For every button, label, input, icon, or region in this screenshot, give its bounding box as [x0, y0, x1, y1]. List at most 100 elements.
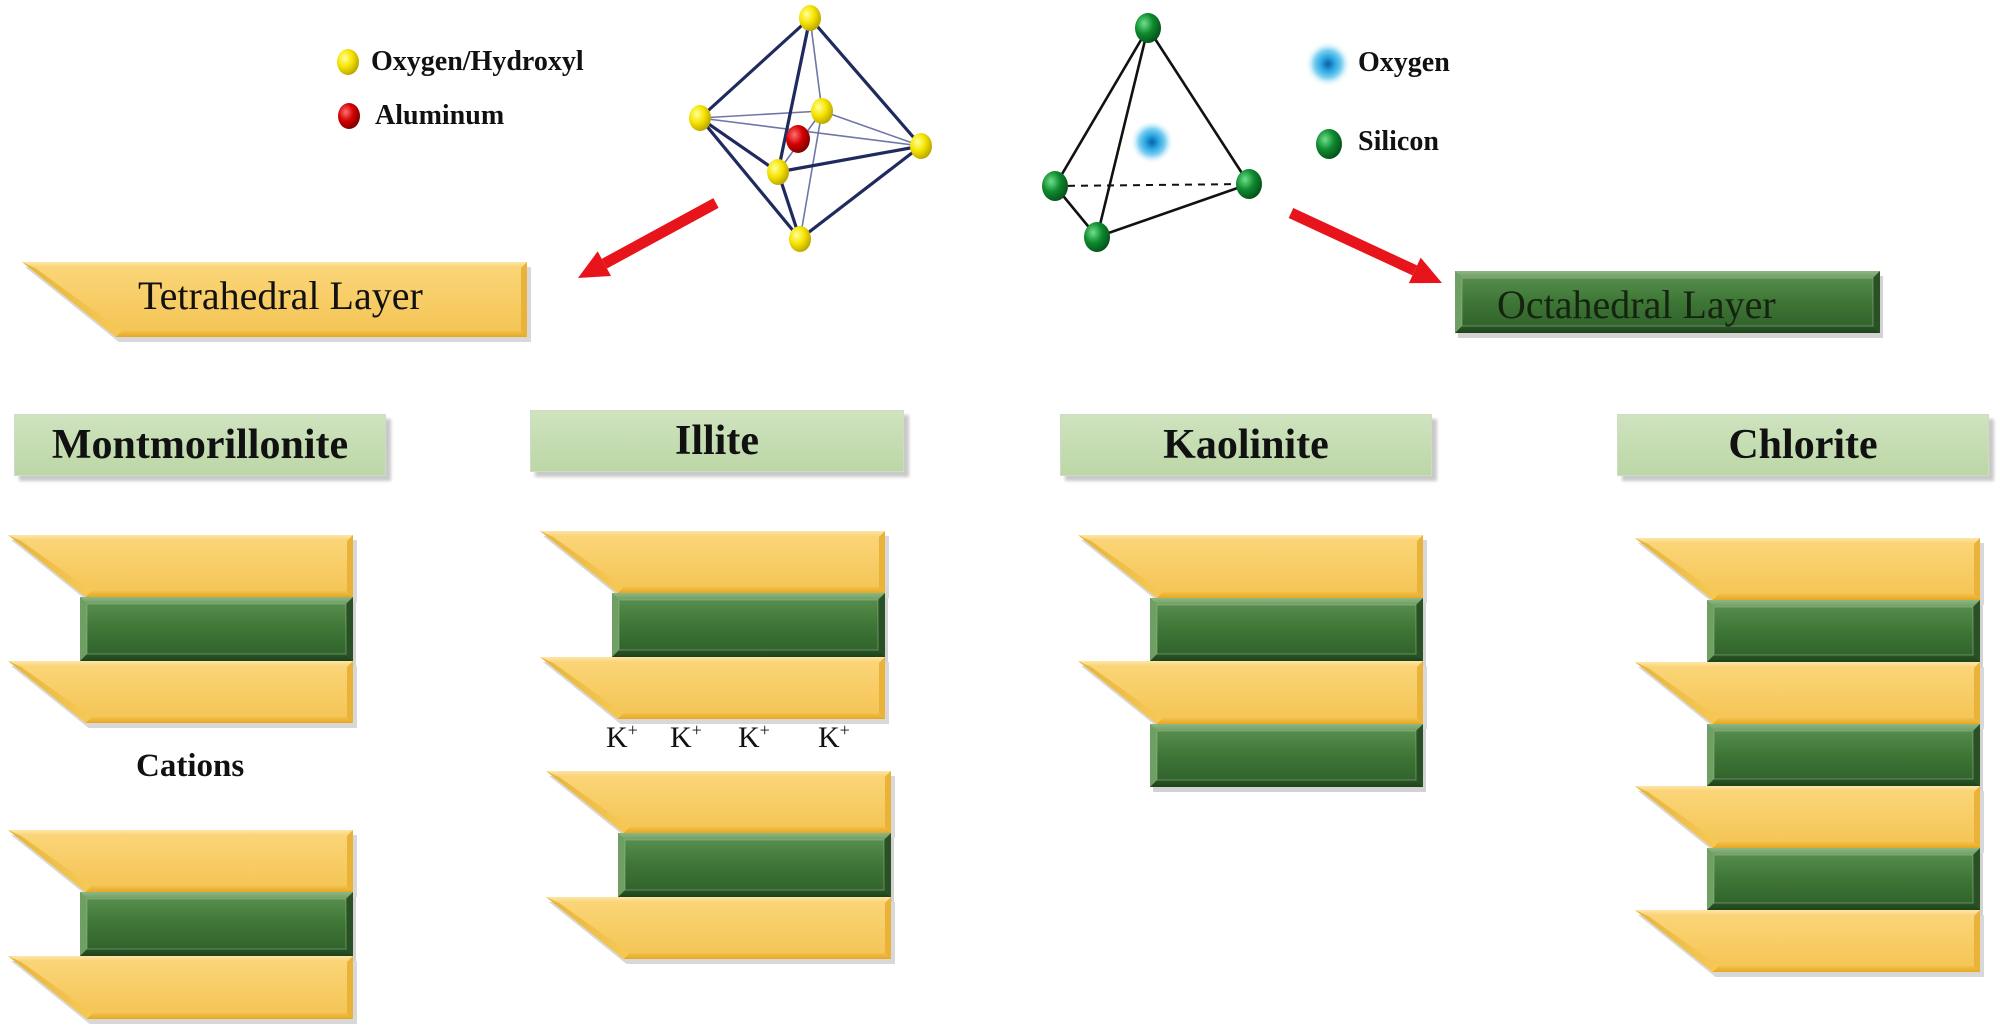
legend-silicon-label: Silicon — [1358, 126, 1439, 157]
slab-top-bevel — [1078, 535, 1423, 541]
slab-inner-edge — [1461, 277, 1874, 327]
legend-aluminum-label: Aluminum — [375, 100, 505, 131]
slab-body — [612, 593, 885, 657]
ion-charge: + — [839, 720, 850, 740]
slab-body — [540, 657, 885, 719]
slab-top-bevel — [1635, 538, 1980, 544]
tetrahedron-hidden-edge — [1054, 183, 1250, 187]
oxygen-atom — [1130, 120, 1174, 164]
mineral-label-montmorillonite: Montmorillonite — [14, 414, 386, 476]
slab-body — [1150, 724, 1423, 787]
slab-bottom-bevel — [86, 1013, 353, 1019]
octahedral-layer-slab — [80, 597, 356, 666]
slab-right-bevel — [1973, 724, 1980, 786]
slab-right-bevel — [885, 771, 891, 833]
tetrahedral-layer-slab — [8, 956, 357, 1024]
slab-left-bevel — [540, 657, 624, 719]
octahedron-back-edge — [699, 110, 823, 119]
slab-body — [8, 535, 353, 597]
slab-top-bevel — [1635, 662, 1980, 668]
layer-stack-graphics — [8, 262, 1984, 1024]
slab-bottom-bevel — [85, 886, 353, 892]
slab-bottom-bevel — [1707, 903, 1980, 910]
slab-left-bevel — [618, 833, 625, 897]
tetrahedral-layer-slab — [1078, 661, 1427, 729]
octahedral-layer-slab — [618, 833, 894, 902]
slab-bottom-bevel — [623, 953, 891, 959]
slab-body — [1635, 662, 1980, 724]
slab-body — [8, 956, 353, 1019]
slab-top-bevel — [540, 657, 885, 663]
legend-oxygen-marker — [1305, 41, 1351, 87]
slab-right-bevel — [347, 956, 353, 1019]
tetrahedral-layer-slab — [1635, 786, 1984, 853]
slab-bottom-bevel — [618, 890, 891, 897]
ion-symbol: K — [738, 721, 760, 754]
arrow-to-octahedral-layer — [1288, 208, 1442, 284]
octahedron-edge — [698, 16, 812, 120]
slab-left-bevel — [80, 892, 87, 956]
slab-top-bevel — [1635, 910, 1980, 916]
slab-left-bevel — [1455, 271, 1462, 333]
slab-right-bevel — [879, 531, 885, 593]
tetrahedral-layer-slab — [1635, 662, 1984, 729]
slab-bottom-bevel — [1150, 654, 1423, 661]
slab-top-bevel — [8, 535, 353, 541]
slab-body — [540, 531, 885, 593]
slab-right-bevel — [1416, 598, 1423, 661]
arrow-head — [578, 251, 612, 278]
slab-bottom-bevel — [612, 650, 885, 657]
tetrahedral-layer-slab — [8, 830, 357, 897]
slab-inner-edge — [86, 898, 347, 950]
arrow-shaft — [601, 198, 719, 269]
slab-inner-edge — [1713, 606, 1974, 656]
cations-label: Cations — [136, 748, 245, 784]
octahedral-layer-slab — [80, 892, 356, 961]
slab-bottom-bevel — [1707, 655, 1980, 662]
slab-right-bevel — [1974, 662, 1980, 724]
slab-top-bevel — [1707, 600, 1980, 607]
legend-silicon-marker — [1316, 129, 1342, 159]
slab-left-bevel — [1707, 724, 1714, 786]
silicon-atom — [1042, 171, 1068, 201]
slab-right-bevel — [347, 535, 353, 597]
slab-top-bevel — [1707, 724, 1980, 731]
slab-bottom-bevel — [80, 654, 353, 661]
slab-left-bevel — [1707, 600, 1714, 662]
arrow-to-tetrahedral-layer — [578, 198, 719, 278]
slab-right-bevel — [1973, 600, 1980, 662]
slab-top-bevel — [618, 833, 891, 840]
slab-body — [1078, 661, 1423, 724]
slab-left-bevel — [546, 771, 630, 833]
slab-left-bevel — [1078, 535, 1163, 598]
arrow-head — [1408, 257, 1442, 284]
slab-left-bevel — [1635, 538, 1719, 600]
octahedron-back-edge — [809, 17, 823, 112]
mineral-label-kaolinite: Kaolinite — [1060, 414, 1432, 476]
slab-bottom-bevel — [623, 827, 891, 833]
crystal-structures — [337, 5, 1442, 284]
tetrahedron-edge — [1096, 182, 1250, 239]
slab-right-bevel — [879, 657, 885, 719]
tetrahedral-layer-slab — [1635, 910, 1984, 977]
slab-right-bevel — [885, 897, 891, 959]
slab-right-bevel — [1417, 661, 1423, 724]
oxygen-hydroxyl-atom — [811, 98, 833, 124]
octahedral-layer-label: Octahedral Layer — [1497, 282, 1776, 327]
slab-right-bevel — [1973, 848, 1980, 910]
slab-body — [1455, 271, 1880, 333]
slab-right-bevel — [347, 661, 353, 723]
tetrahedral-layer-slab — [540, 531, 889, 598]
slab-left-bevel — [8, 661, 92, 723]
slab-left-bevel — [1150, 724, 1157, 787]
slab-bottom-bevel — [1712, 594, 1980, 600]
slab-top-bevel — [8, 956, 353, 962]
slab-left-bevel — [1635, 786, 1719, 848]
octahedron-edge — [776, 17, 812, 173]
ion-symbol: K — [670, 721, 692, 754]
silicon-atom — [1135, 13, 1161, 43]
legend-oxygen-hydroxyl-label: Oxygen/Hydroxyl — [371, 46, 584, 77]
slab-body — [8, 661, 353, 723]
slab-inner-edge — [624, 839, 885, 891]
slab-inner-edge — [1713, 730, 1974, 780]
